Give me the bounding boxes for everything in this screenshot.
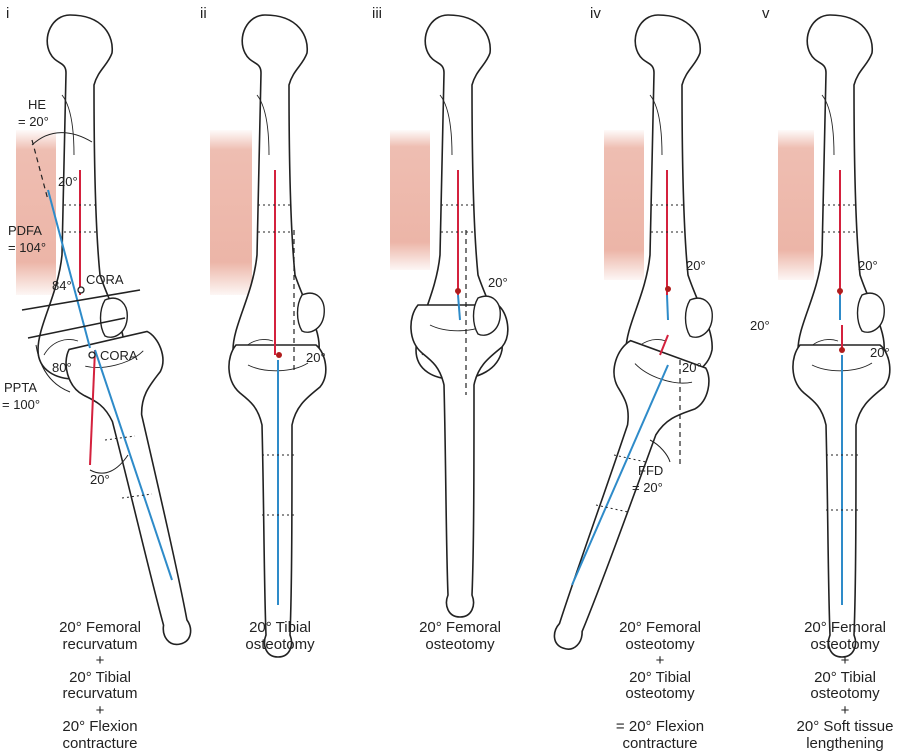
tibial-reference-line bbox=[89, 349, 96, 466]
label-cora-lower: CORA bbox=[100, 348, 138, 363]
tibial-upper-segment bbox=[659, 334, 669, 356]
panel-ii-numeral: ii bbox=[200, 5, 207, 22]
osteotomy-point bbox=[276, 352, 282, 358]
label-angle-lower: 20° bbox=[870, 345, 890, 360]
osteotomy-point-upper bbox=[837, 288, 843, 294]
osteotomy-point-lower bbox=[839, 347, 845, 353]
anatomic-axis-line bbox=[47, 189, 91, 349]
label-angle-lower: 20° bbox=[682, 360, 702, 375]
soft-tissue-shading bbox=[210, 130, 252, 295]
panel-iii: iii 20° bbox=[372, 5, 509, 618]
knee-joint-line bbox=[21, 289, 141, 311]
caption-panel-ii: 20° Tibial osteotomy bbox=[245, 619, 315, 653]
osteotomy-point bbox=[455, 288, 461, 294]
soft-tissue-shading bbox=[778, 130, 814, 280]
label-angle-upper: 20° bbox=[858, 258, 878, 273]
soft-tissue-shading bbox=[390, 130, 430, 270]
label-angle: 20° bbox=[306, 350, 326, 365]
caption-panel-iv: 20° Femoral osteotomy + 20° Tibial osteo… bbox=[615, 619, 705, 752]
caption-panel-iii: 20° Femoral osteotomy bbox=[419, 619, 501, 653]
tibial-axis-line bbox=[571, 364, 669, 586]
label-angle-upper: 20° bbox=[686, 258, 706, 273]
label-angle-lower: 20° bbox=[90, 472, 110, 487]
soft-tissue-shading bbox=[16, 130, 56, 295]
panel-v-numeral: v bbox=[762, 5, 770, 22]
panel-iv-numeral: iv bbox=[590, 5, 601, 22]
he-dashed-line bbox=[31, 139, 49, 201]
panel-i: i HE= 20° 20° PDFA= 104° 84° CORA CORA 8… bbox=[2, 5, 228, 656]
tibial-axis-line bbox=[457, 294, 461, 321]
label-ppta: PPTA= 100° bbox=[2, 380, 40, 412]
label-angle: 20° bbox=[488, 275, 508, 290]
caption-panel-i: 20° Femoral recurvatum + 20° Tibial recu… bbox=[59, 619, 141, 752]
ffd-angle-arc bbox=[649, 439, 671, 463]
cora-upper-point bbox=[77, 286, 85, 294]
panel-iii-numeral: iii bbox=[372, 5, 382, 22]
femoral-lower-axis bbox=[666, 294, 669, 321]
soft-tissue-shading bbox=[604, 130, 644, 280]
osteotomy-point-upper bbox=[665, 286, 671, 292]
panel-i-numeral: i bbox=[6, 5, 9, 22]
tibia-bone bbox=[410, 304, 509, 618]
label-angle-upper: 20° bbox=[58, 174, 78, 189]
recurvatum-angle-arc bbox=[89, 454, 129, 474]
label-80: 80° bbox=[52, 360, 72, 375]
panel-iv: iv 20° 20° FFD= 20° bbox=[516, 5, 716, 666]
label-angle-left: 20° bbox=[750, 318, 770, 333]
caption-panel-v: 20° Femoral osteotomy + 20° Tibial osteo… bbox=[796, 619, 894, 752]
tibial-plateau-line bbox=[27, 317, 126, 339]
ppta-angle-arc bbox=[35, 344, 71, 393]
label-ffd: FFD= 20° bbox=[632, 463, 663, 495]
cora-lower-point bbox=[88, 351, 96, 359]
osteotomy-ticks bbox=[64, 204, 858, 516]
panel-ii: ii 20° bbox=[200, 5, 327, 658]
tibial-axis-line bbox=[94, 349, 173, 581]
label-he-text: HE= 20° bbox=[18, 97, 49, 129]
tibia-bone bbox=[516, 337, 716, 666]
label-cora-upper: CORA bbox=[86, 272, 124, 287]
he-angle-arc bbox=[31, 132, 93, 146]
label-pdfa: PDFA= 104° bbox=[8, 223, 46, 255]
panel-v: v 20° 20° 20° bbox=[750, 5, 891, 658]
tibia-bone bbox=[61, 328, 228, 656]
label-84: 84° bbox=[52, 278, 72, 293]
